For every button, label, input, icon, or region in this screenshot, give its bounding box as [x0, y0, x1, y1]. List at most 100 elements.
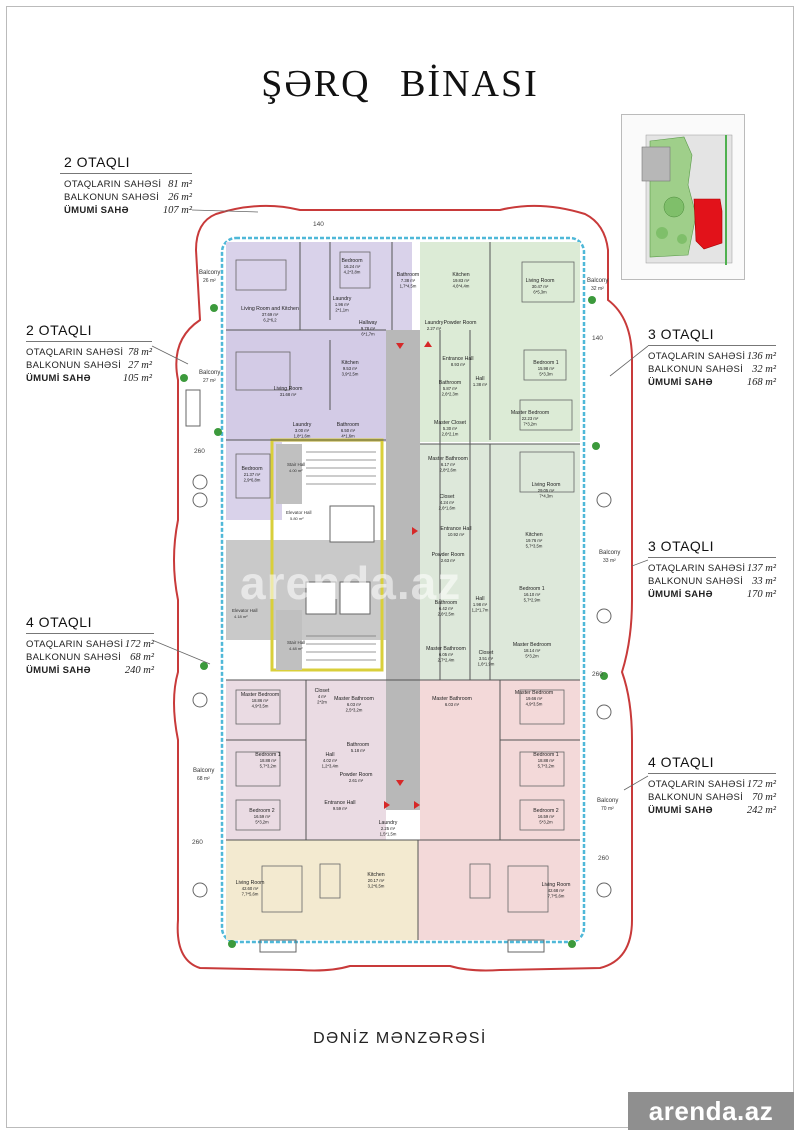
- interior-walls: [226, 242, 580, 940]
- balcony-area: 32 m²: [591, 286, 604, 292]
- room-name: Closet: [479, 650, 494, 656]
- room-area: 18.14 m²: [524, 648, 541, 653]
- room-name: Master Bedroom: [511, 410, 549, 416]
- room-area: 42.68 m²: [548, 888, 565, 893]
- room-area: 18.88 m²: [260, 758, 277, 763]
- room-name: Bathroom: [397, 272, 420, 278]
- total-area-label: ÜMUMİ SAHƏ: [648, 589, 713, 600]
- brand-badge[interactable]: arenda.az: [628, 1092, 794, 1130]
- room-area: 16.59 m²: [254, 814, 271, 819]
- room-name: Master Bathroom: [334, 696, 374, 702]
- room-name: Living Room: [532, 482, 561, 488]
- unit-u3-fill: [420, 242, 580, 442]
- corridor: [386, 330, 420, 810]
- core-area: 5.80 m²: [290, 516, 304, 521]
- eastern-block-highlight: [693, 198, 723, 250]
- room-size: 3,2*6,5m: [368, 884, 385, 889]
- room-size: 1,2*3,4m: [322, 764, 339, 769]
- rooms-area-value: 136 m²: [746, 351, 776, 362]
- room-size: 3,9*2,5m: [342, 372, 359, 377]
- balcony-label: Balcony: [199, 370, 220, 376]
- room-area: 19.76 m²: [526, 538, 543, 543]
- room-name: Bedroom 2: [249, 808, 274, 814]
- room-size: 1,2*1,7m: [472, 608, 489, 613]
- unit-u4-fill: [420, 444, 580, 680]
- room-size: 1,6*1,9m: [478, 662, 495, 667]
- core-label: Stair Hall: [287, 462, 305, 467]
- room-name: Laundry: [379, 820, 398, 826]
- unit-heading: 3 OTAQLI: [648, 538, 714, 554]
- room-size: 6*5,3m: [533, 290, 547, 295]
- elevator-2: [305, 581, 337, 615]
- room-name: Hallway: [359, 320, 378, 326]
- stair-hall-top: [276, 444, 302, 504]
- room-name: Powder Room: [432, 552, 465, 558]
- room-name: Bathroom: [347, 742, 370, 748]
- room-size: 5*3,2m: [539, 820, 553, 825]
- leader-lines: [151, 209, 649, 791]
- room-size: 5*3,2m: [255, 820, 269, 825]
- unit-heading: 2 OTAQLI: [26, 322, 92, 338]
- balcony-area-label: BALKONUN SAHƏSİ: [26, 652, 122, 663]
- balcony-area-label: BALKONUN SAHƏSİ: [64, 192, 160, 203]
- rooms-area-value: 172 m²: [746, 779, 776, 790]
- balcony-area-value: 32 m²: [752, 364, 776, 375]
- room-area: 4.24 m²: [440, 500, 455, 505]
- room-area: 6.42 m²: [439, 606, 454, 611]
- room-area: 2.61 m²: [349, 778, 364, 783]
- room-size: 5,7*3,2m: [260, 764, 277, 769]
- room-area: 1.98 m²: [473, 602, 488, 607]
- room-size: 7*4,3m: [539, 494, 553, 499]
- dimension-label: 260: [592, 671, 603, 678]
- room-name: Master Bedroom: [515, 690, 553, 696]
- room-size: 2,7*2,4m: [438, 658, 455, 663]
- room-area: 31.68 m²: [280, 392, 297, 397]
- room-name: Master Bedroom: [513, 642, 551, 648]
- room-size: 2,6*2,5m: [438, 612, 455, 617]
- unit-u5-living-fill: [226, 840, 418, 940]
- unit-u2-fill: [226, 330, 386, 440]
- room-size: 1,7*4,5m: [400, 284, 417, 289]
- balcony-label: Balcony: [193, 768, 214, 774]
- page-frame: [6, 6, 794, 1128]
- total-area-value: 107 m²: [162, 205, 192, 216]
- room-area: 9.53 m²: [343, 366, 358, 371]
- total-area-label: ÜMUMİ SAHƏ: [648, 805, 713, 816]
- rooms-area-value: 137 m²: [746, 563, 776, 574]
- total-area-label: ÜMUMİ SAHƏ: [26, 373, 91, 384]
- room-area: 6.03 m²: [445, 702, 460, 707]
- balcony-area-value: 33 m²: [752, 576, 776, 587]
- room-area: 3.51 m²: [479, 656, 494, 661]
- room-area: 5.30 m²: [443, 426, 458, 431]
- balcony-area: 26 m²: [203, 278, 216, 284]
- room-name: Bedroom: [341, 258, 362, 264]
- stair-treads: [306, 451, 376, 661]
- total-area-value: 240 m²: [124, 665, 154, 676]
- room-area: 6.17 m²: [441, 462, 456, 467]
- core-label: Elevator Hall: [286, 510, 312, 515]
- room-name: Hall: [326, 752, 335, 758]
- total-area-label: ÜMUMİ SAHƏ: [64, 205, 129, 216]
- room-size: 7,7*5,6m: [242, 892, 259, 897]
- room-name: Closet: [315, 688, 330, 694]
- room-name: Master Bathroom: [432, 696, 472, 702]
- room-size: 1,8*1,6m: [294, 434, 311, 439]
- room-name: Bedroom: [241, 466, 262, 472]
- balcony-area-value: 27 m²: [128, 360, 152, 371]
- room-area: 1.96 m²: [335, 302, 350, 307]
- room-size: 2,6*2,3m: [442, 392, 459, 397]
- room-name: Kitchen: [452, 272, 469, 278]
- room-name: Hall: [476, 596, 485, 602]
- plants: [180, 296, 608, 948]
- room-size: 4,9*3,5m: [252, 704, 269, 709]
- room-name: Hall: [476, 376, 485, 382]
- stair-hall-bottom: [276, 610, 302, 670]
- unit-heading: 4 OTAQLI: [26, 614, 92, 630]
- room-size: 5*3,3m: [539, 372, 553, 377]
- key-map-drawing: [641, 134, 733, 265]
- room-area: 19.83 m²: [453, 278, 470, 283]
- balcony-label: Balcony: [587, 278, 608, 284]
- room-size: 4*1,6m: [341, 434, 355, 439]
